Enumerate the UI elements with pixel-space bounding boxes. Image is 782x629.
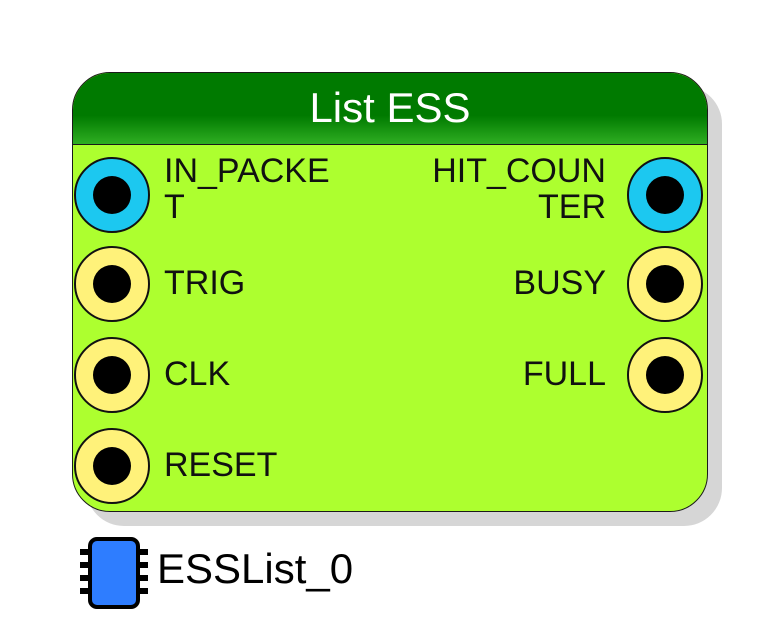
port-in-packet[interactable] xyxy=(74,157,150,233)
port-hole xyxy=(93,265,131,303)
port-label-reset: RESET xyxy=(164,446,278,484)
port-label-in-packet: IN_PACKE T xyxy=(164,152,330,226)
port-hit-counter[interactable] xyxy=(627,157,703,233)
instance-name[interactable]: ESSList_0 xyxy=(157,545,354,592)
port-hole xyxy=(646,176,684,214)
port-hole xyxy=(93,447,131,485)
port-hole xyxy=(93,176,131,214)
port-label-hit-counter: HIT_COUN TER xyxy=(432,152,606,226)
port-trig[interactable] xyxy=(74,246,150,322)
block-header: List ESS xyxy=(73,73,707,145)
port-label-clk: CLK xyxy=(164,355,231,393)
port-clk[interactable] xyxy=(74,337,150,413)
port-hole xyxy=(93,356,131,394)
port-hole xyxy=(646,356,684,394)
block-title: List ESS xyxy=(309,84,471,131)
port-reset[interactable] xyxy=(74,428,150,504)
chip-icon xyxy=(80,537,148,609)
port-full[interactable] xyxy=(627,337,703,413)
port-busy[interactable] xyxy=(627,246,703,322)
list-ess-block[interactable]: List ESS IN_PACKE T TRIG CLK RESET HIT_C… xyxy=(72,72,708,512)
port-label-trig: TRIG xyxy=(164,264,246,302)
port-hole xyxy=(646,265,684,303)
port-label-full: FULL xyxy=(522,355,606,393)
port-label-busy: BUSY xyxy=(513,264,606,302)
